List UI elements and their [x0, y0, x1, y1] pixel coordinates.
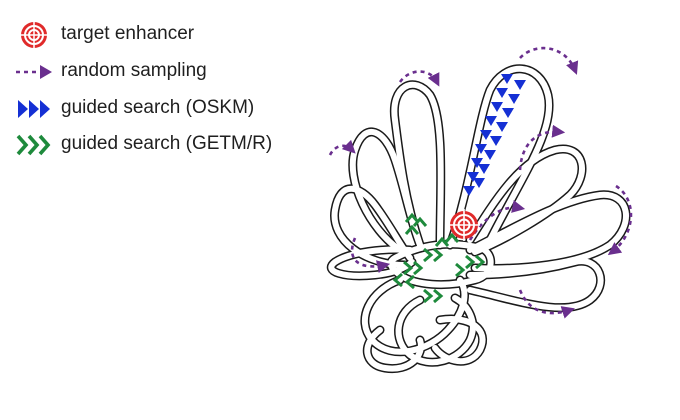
- getmr-chevron: [475, 254, 486, 270]
- legend-label-random: random sampling: [61, 60, 207, 81]
- legend-label-getmr: guided search (GETM/R): [61, 133, 273, 154]
- oskm-chevron: [490, 136, 502, 146]
- oskm-chevron: [496, 88, 508, 98]
- loop-ribbons: [326, 64, 631, 374]
- oskm-chevron: [514, 80, 526, 90]
- random-sampling-paths: [328, 46, 633, 319]
- oskm-chevron: [473, 178, 485, 188]
- oskm-chevron: [496, 122, 508, 132]
- getmr-chevron: [434, 236, 450, 247]
- loop-ribbon-core: [432, 316, 486, 364]
- oskm-chevron: [478, 164, 490, 174]
- getmr-chevron: [433, 247, 444, 263]
- legend-item-getmr: guided search (GETM/R): [14, 128, 324, 162]
- getmr-chevron: [423, 247, 434, 263]
- getmr-chevron: [404, 224, 420, 235]
- legend-item-oskm: guided search (OSKM): [14, 92, 324, 126]
- getmr-chevron: [403, 260, 414, 276]
- loop-ribbon-core: [395, 295, 476, 366]
- oskm-chevron: [463, 186, 475, 196]
- getmr-chevron: [465, 254, 476, 270]
- blue-chevrons-icon: [18, 100, 50, 118]
- getmr-chevron: [455, 262, 466, 278]
- oskm-guided-search: [463, 74, 526, 196]
- getmr-chevron: [404, 212, 420, 223]
- getmr-chevron: [404, 274, 415, 290]
- legend-label-oskm: guided search (OSKM): [61, 97, 255, 118]
- oskm-chevron: [467, 172, 479, 182]
- target-icon: [19, 20, 49, 50]
- oskm-chevron: [484, 150, 496, 160]
- getmr-chevron: [433, 288, 444, 304]
- green-chevrons-icon: [16, 134, 51, 156]
- getmr-chevron: [413, 260, 424, 276]
- dashed-arrow-icon: [16, 65, 52, 79]
- legend-item-target: target enhancer: [14, 18, 324, 52]
- loop-ribbon-core: [467, 146, 585, 255]
- legend: target enhancer random sampling guided s…: [0, 0, 330, 170]
- getmr-chevron: [444, 232, 460, 243]
- oskm-chevron: [508, 94, 520, 104]
- loop-ribbon-core: [467, 258, 604, 311]
- oskm-chevron: [475, 144, 487, 154]
- getmr-guided-search: [392, 212, 486, 304]
- legend-label-target: target enhancer: [61, 23, 195, 44]
- loop-ribbon-core: [349, 128, 423, 253]
- loop-ribbon-core: [467, 191, 629, 272]
- oskm-chevron: [480, 130, 492, 140]
- getmr-chevron: [412, 216, 428, 227]
- oskm-chevron: [502, 108, 514, 118]
- loop-ribbon-core: [361, 277, 468, 355]
- loop-ribbon-core: [364, 327, 424, 372]
- legend-item-random: random sampling: [14, 55, 324, 89]
- oskm-chevron: [491, 102, 503, 112]
- oskm-chevron: [501, 74, 513, 84]
- oskm-chevron: [471, 158, 483, 168]
- oskm-chevron: [485, 116, 497, 126]
- getmr-chevron: [423, 288, 434, 304]
- target-enhancer-marker: [448, 209, 480, 241]
- getmr-chevron: [392, 272, 403, 288]
